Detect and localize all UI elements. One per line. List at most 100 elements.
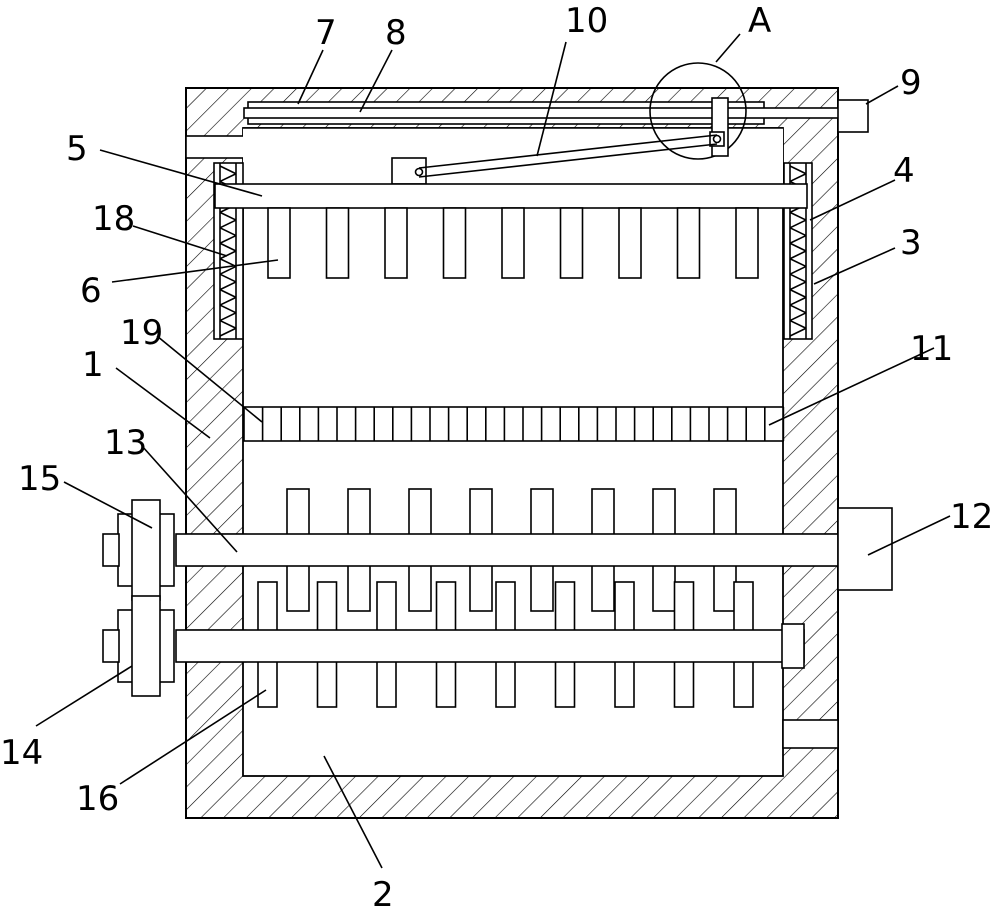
spring-coil [219, 227, 237, 237]
press-plate-5 [214, 183, 808, 279]
label-A: A [748, 1, 771, 41]
blade-upper [530, 488, 554, 536]
spring-coil [219, 211, 237, 221]
blade-lower [316, 581, 338, 632]
blade-lower-down [257, 660, 278, 708]
press-tooth [735, 207, 759, 279]
blade-lower-down [673, 660, 695, 708]
label-5: 5 [66, 129, 88, 169]
spring-coil [219, 319, 237, 329]
blade-upper [347, 488, 371, 536]
spring-coil [789, 327, 807, 337]
blade-upper-down [530, 564, 554, 612]
blade-lower [673, 581, 695, 632]
spring-coil [789, 227, 807, 237]
spring-coil [219, 312, 237, 322]
label-9: 9 [900, 63, 922, 103]
label-19: 19 [120, 313, 163, 353]
spring-coil [789, 296, 807, 306]
label-12: 12 [950, 497, 993, 537]
blade-upper [469, 488, 493, 536]
label-14: 14 [0, 733, 43, 773]
spring-coil [789, 258, 807, 268]
blade-lower-down [554, 660, 576, 708]
spring-coil [219, 296, 237, 306]
label-2: 2 [372, 875, 394, 915]
blade-lower-down [376, 660, 397, 708]
blade-upper-down [713, 564, 737, 612]
spring-coil [789, 211, 807, 221]
spring-coil [219, 234, 237, 244]
label-16: 16 [76, 779, 119, 819]
spring-coil [219, 173, 237, 183]
press-tooth [676, 207, 701, 279]
spring-coil [789, 242, 807, 252]
blade-lower [257, 581, 278, 632]
blade-lower [733, 581, 754, 632]
crusher-shafts [175, 488, 893, 708]
press-tooth [501, 207, 525, 279]
spring-coil [789, 165, 807, 175]
blade-upper-down [408, 564, 432, 612]
shaft-16 [175, 629, 805, 663]
spring-coil [789, 319, 807, 329]
label-11: 11 [910, 329, 953, 369]
press-tooth [325, 207, 350, 279]
label-3: 3 [900, 223, 922, 263]
spring-coil [219, 242, 237, 252]
blade-lower [614, 581, 635, 632]
blade-lower [376, 581, 397, 632]
spring-coil [219, 281, 237, 291]
blade-upper [652, 488, 676, 536]
spring-coil [789, 281, 807, 291]
spring-coil [219, 273, 237, 283]
spring-coil [219, 304, 237, 314]
top-rail-assembly [243, 99, 869, 184]
spring-coil [219, 250, 237, 260]
press-tooth [384, 207, 408, 279]
label-13: 13 [104, 423, 147, 463]
label-1: 1 [82, 345, 104, 385]
blade-upper-down [347, 564, 371, 612]
motor-9 [837, 99, 869, 133]
screen-11 [243, 406, 785, 442]
blade-lower-down [733, 660, 754, 708]
label-6: 6 [80, 271, 102, 311]
spring-coil [789, 273, 807, 283]
label-15: 15 [18, 459, 61, 499]
shaft-13 [175, 533, 839, 567]
leader-lines [35, 33, 951, 869]
spring-coil [219, 327, 237, 337]
blade-lower-down [316, 660, 338, 708]
blade-upper [408, 488, 432, 536]
blade-upper-down [652, 564, 676, 612]
spring-coil [789, 234, 807, 244]
press-tooth [442, 207, 467, 279]
spring-coil [789, 288, 807, 299]
press-tooth [559, 207, 584, 279]
blade-lower [554, 581, 576, 632]
blade-lower-down [614, 660, 635, 708]
spring-coil [219, 265, 237, 275]
blade-lower [495, 581, 516, 632]
blade-upper-down [286, 564, 310, 612]
spring-coil [219, 288, 237, 299]
blade-upper-down [591, 564, 615, 612]
press-tooth [618, 207, 642, 279]
blade-upper [713, 488, 737, 536]
label-18: 18 [92, 199, 135, 239]
spring-coil [789, 265, 807, 275]
spring-coil [789, 304, 807, 314]
press-tooth [267, 207, 291, 279]
spring-coil [789, 312, 807, 322]
blade-lower [435, 581, 457, 632]
blade-upper [286, 488, 310, 536]
gears [102, 499, 175, 697]
blade-lower-down [495, 660, 516, 708]
spring-coil [219, 219, 237, 229]
blade-upper [591, 488, 615, 536]
spring-coil [219, 165, 237, 175]
spring-coil [789, 219, 807, 229]
